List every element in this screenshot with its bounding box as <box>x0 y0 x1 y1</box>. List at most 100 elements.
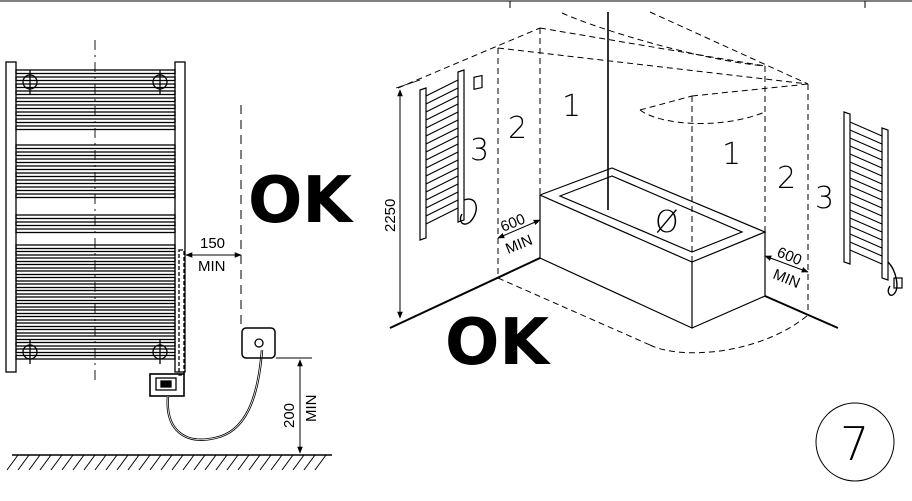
radiator-bar <box>15 309 176 315</box>
hatch-line <box>237 454 250 471</box>
radiator-bar <box>15 257 176 263</box>
right-clearance-value: 600 <box>775 244 805 269</box>
mini-radiator-bar <box>849 177 883 193</box>
radiator-bar <box>15 276 176 282</box>
zone-label-1-right: 1 <box>722 137 741 172</box>
wall-bracket-bottom-right <box>152 340 168 364</box>
hatch-line <box>215 454 228 471</box>
mini-radiator-bar <box>425 135 459 153</box>
mini-radiator-bar <box>849 241 883 257</box>
floor-edge-left <box>389 257 541 329</box>
mini-radiator-bar <box>425 87 459 105</box>
mini-radiator-bar <box>849 145 883 161</box>
radiator-bar <box>15 348 176 354</box>
zone-label-2-left: 2 <box>508 111 527 146</box>
power-cable-inner <box>167 349 263 440</box>
radiator-cable-left <box>459 198 477 225</box>
radiator-bar <box>15 244 176 250</box>
wall-radiator-right <box>843 111 903 296</box>
radiator-bar <box>15 322 176 328</box>
zone-floor-right <box>764 295 809 316</box>
mini-radiator-bar <box>849 209 883 225</box>
hatch-line <box>83 454 96 471</box>
radiator-rail-left <box>5 61 17 373</box>
mini-radiator-bar <box>849 121 883 137</box>
radiator-bar <box>15 144 176 150</box>
wall-bracket-top-left <box>22 70 38 94</box>
power-cable <box>166 349 264 441</box>
radiator-bar <box>15 221 176 227</box>
wall-bracket-bottom-left <box>22 340 38 364</box>
hatch-line <box>138 454 151 471</box>
mini-radiator-bar <box>425 167 459 185</box>
radiator-bar <box>15 69 176 75</box>
mini-radiator-bar <box>849 185 883 201</box>
floor-hatching <box>6 454 327 471</box>
radiator-bar <box>15 104 176 110</box>
mini-radiator-bar <box>849 169 883 185</box>
radiator-bar <box>15 270 176 276</box>
hatch-line <box>39 454 52 471</box>
hatch-line <box>72 454 85 471</box>
socket-height-value: 200 <box>281 403 298 428</box>
radiator-bar <box>15 172 176 178</box>
radiator-bar <box>15 263 176 269</box>
zone-floor-curve <box>649 314 809 354</box>
hatch-line <box>17 454 30 471</box>
right-clearance-unit: MIN <box>771 266 803 292</box>
hatch-line <box>303 454 316 471</box>
zone-label-3-right: 3 <box>815 181 834 216</box>
radiator-bar <box>15 118 176 124</box>
mini-radiator-bar <box>425 103 459 121</box>
hatch-line <box>171 454 184 471</box>
mini-radiator-bar <box>425 175 459 193</box>
socket-height-unit: MIN <box>303 395 320 423</box>
mini-radiator-bar <box>425 119 459 137</box>
zone-top-back-2 <box>497 47 809 85</box>
zone-top-front <box>639 95 693 111</box>
socket-outlet <box>254 338 264 348</box>
hatch-line <box>116 454 129 471</box>
radiator-bar <box>15 179 176 185</box>
ok-label-left: OK <box>248 164 354 238</box>
mini-radiator-bar <box>849 153 883 169</box>
bathtub-rim <box>538 167 767 263</box>
radiator-bar <box>15 186 176 192</box>
radiator-bar <box>15 193 176 199</box>
dim-extension-top <box>395 79 421 89</box>
radiator-bar <box>15 302 176 308</box>
left-clearance-arrow <box>497 219 541 239</box>
hatch-line <box>94 454 107 471</box>
mini-radiator-bar <box>425 199 459 217</box>
radiator-bar <box>15 341 176 347</box>
thermostat-button <box>160 380 172 388</box>
wall-bracket-top-right <box>152 70 168 94</box>
mini-radiator-bar <box>849 201 883 217</box>
radiator-bar <box>15 296 176 302</box>
mini-radiator-bar <box>425 207 459 225</box>
zone-label-1-left: 1 <box>562 89 581 124</box>
mini-radiator-bar <box>849 137 883 153</box>
radiator-bar <box>15 111 176 117</box>
wall-radiator-left <box>419 69 483 241</box>
hatch-line <box>6 454 19 471</box>
hatch-line <box>292 454 305 471</box>
figure-number: 7 <box>840 417 869 471</box>
radiator-bar <box>15 250 176 256</box>
mini-radiator-bar <box>849 249 883 265</box>
hatch-line <box>160 454 173 471</box>
zone-top-arc <box>561 12 766 67</box>
radiator-bar <box>15 158 176 164</box>
hatch-line <box>314 454 327 471</box>
radiator-bar <box>15 289 176 295</box>
height-dimension-value: 2250 <box>382 199 399 232</box>
hatch-line <box>204 454 217 471</box>
mini-radiator-bar <box>425 127 459 145</box>
bathtub-inner <box>558 175 744 253</box>
hatch-line <box>270 454 283 471</box>
mini-radiator-bar <box>425 183 459 201</box>
radiator-bar <box>15 97 176 103</box>
hatch-line <box>281 454 294 471</box>
